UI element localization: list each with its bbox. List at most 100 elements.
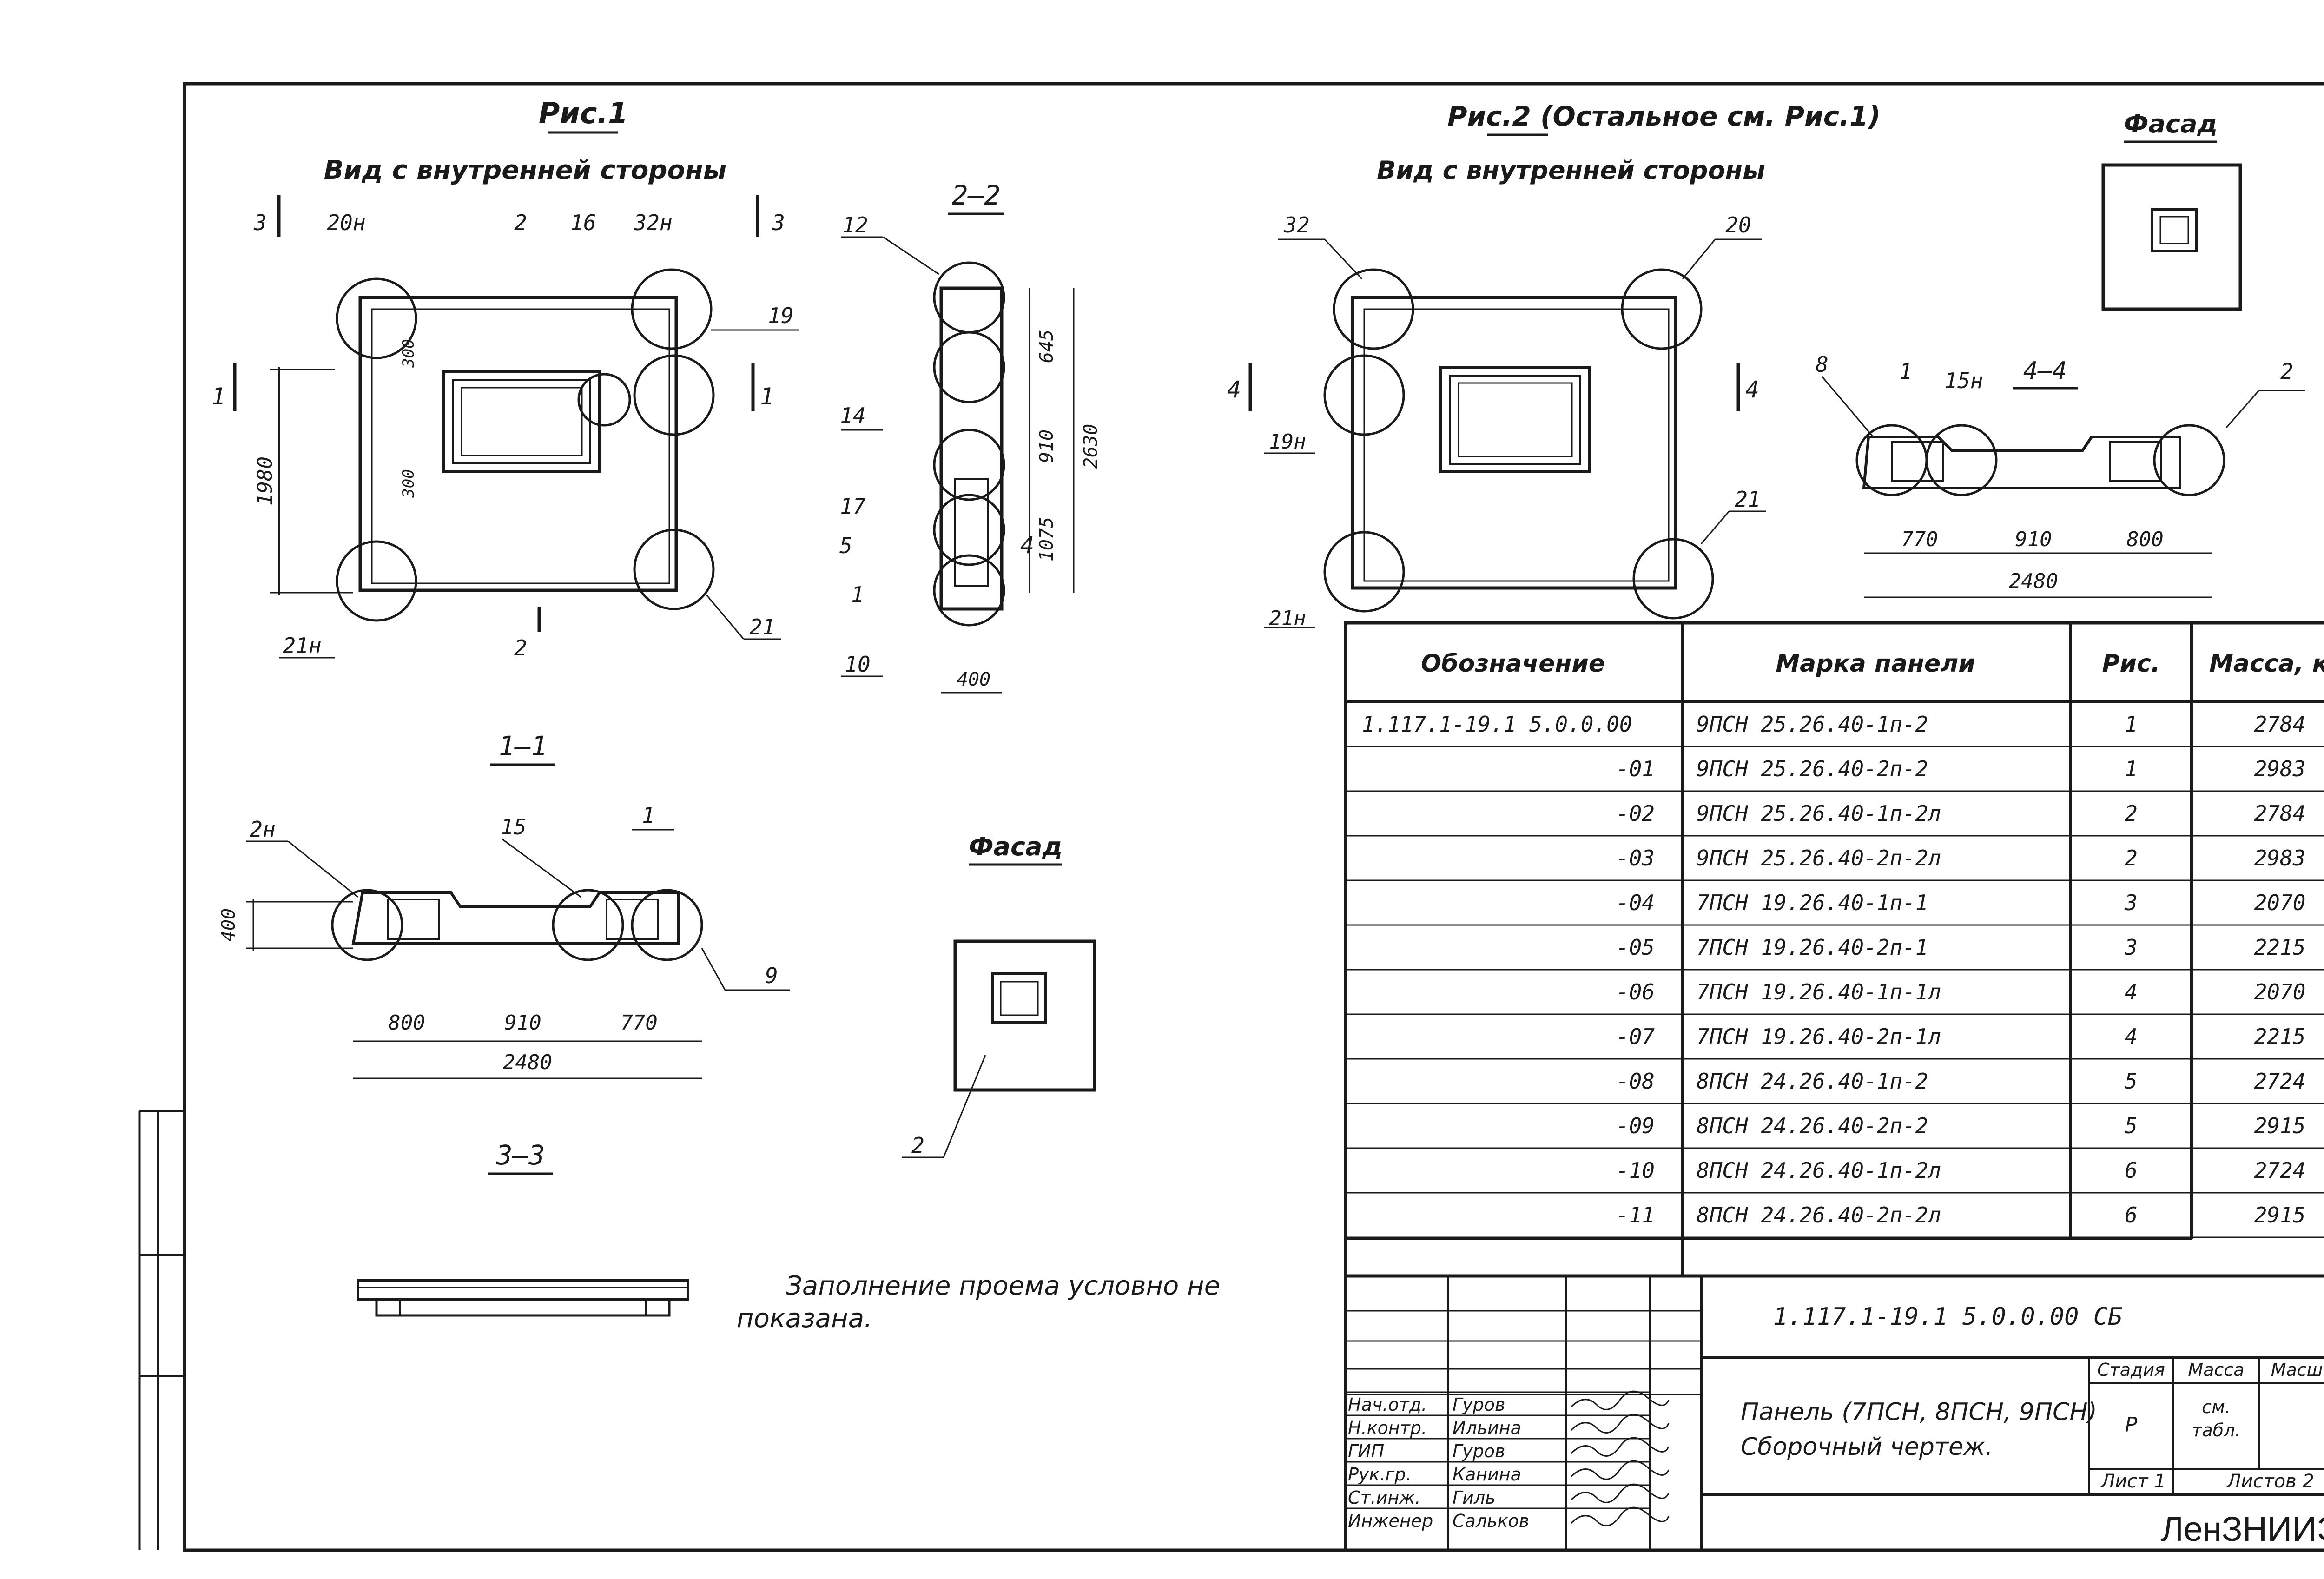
facade-top-panel — [2101, 163, 2242, 311]
table-cell-mass: 2215 — [2254, 1024, 2306, 1049]
signature-scribble — [1570, 1483, 1670, 1503]
table-cell-fig: 3 — [2124, 890, 2138, 915]
sec11-callout-15: 15 — [501, 814, 526, 839]
table-cell-designation: -09 — [1616, 1113, 1655, 1138]
fig1-callout-2-bottom: 2 — [514, 635, 527, 661]
fig2-callout-21n: 21н — [1269, 607, 1306, 630]
sec22-profile — [939, 286, 1004, 611]
signature-scribble — [1570, 1437, 1670, 1457]
facade-top: Фасад — [2101, 109, 2242, 311]
tb-mass-value-1: см. — [2202, 1397, 2231, 1417]
fig1-callout-2-top: 2 — [514, 210, 527, 235]
section-2-2: 2–2 645 910 1075 2630 400 12 14 17 5 1 1… — [839, 179, 1102, 694]
signature-name: Сальков — [1452, 1511, 1529, 1531]
table-cell-designation: -01 — [1616, 756, 1655, 781]
signature-role: Ст.инж. — [1348, 1487, 1421, 1508]
fig2-subtitle: Вид с внутренней стороны — [1377, 156, 1765, 185]
table-cell-fig: 5 — [2125, 1113, 2138, 1138]
fig1-title: Рис.1 — [539, 96, 628, 130]
table-cell-fig: 5 — [2125, 1069, 2138, 1094]
sec44-dim-800: 800 — [2126, 528, 2163, 551]
table-cell-mark: 7ПСН 19.26.40-2п-1 — [1697, 935, 1928, 960]
table-cell-designation: -10 — [1616, 1158, 1655, 1183]
table-cell-mark: 8ПСН 24.26.40-1п-2 — [1697, 1069, 1928, 1094]
table-cell-mark: 9ПСН 25.26.40-1п-2л — [1697, 801, 1941, 826]
fig1-panel-outline — [358, 296, 678, 592]
fig1-callout-1-left: 1 — [211, 383, 225, 410]
fig1-callout-21: 21 — [749, 614, 775, 640]
table-cell-fig: 4 — [2125, 979, 2138, 1004]
tb-stage-value: Р — [2125, 1413, 2138, 1437]
table-cell-fig: 2 — [2125, 846, 2138, 871]
sec11-dim-800: 800 — [388, 1011, 425, 1035]
sec22-callout-17: 17 — [840, 494, 866, 519]
tb-name-line-2: Сборочный чертеж. — [1741, 1433, 1993, 1461]
table-cell-mass: 2784 — [2254, 801, 2306, 826]
note-line-1: Заполнение проема условно не — [786, 1271, 1220, 1301]
signature-scribble — [1570, 1390, 1670, 1410]
table-cell-fig: 6 — [2125, 1202, 2138, 1228]
fig2-panel-outline — [1351, 296, 1677, 590]
sec22-dim-910: 910 — [1036, 429, 1057, 463]
fig1-dim-height: 1980 — [253, 456, 277, 506]
sec22-title: 2–2 — [952, 179, 1001, 211]
fig1-callout-3-left: 3 — [253, 210, 267, 235]
table-header-fig: Рис. — [2102, 650, 2160, 678]
fig1-window-opening — [442, 370, 601, 473]
table-cell-mark: 7ПСН 19.26.40-2п-1л — [1697, 1024, 1941, 1049]
sec22-dim-400: 400 — [957, 669, 990, 690]
signature-name: Ильина — [1452, 1418, 1521, 1438]
fig1-callout-20n: 20н — [327, 210, 365, 235]
title-block: 1.117.1-19.1 5.0.0.00 СБ Панель (7ПСН, 8… — [1344, 1274, 2324, 1552]
facade-mid-title: Фасад — [969, 832, 1063, 861]
sec11-title: 1–1 — [499, 730, 548, 762]
fig1-detail-circle-21n — [336, 540, 417, 622]
table-cell-fig: 2 — [2125, 801, 2138, 826]
fig2-callout-19n: 19н — [1269, 430, 1306, 454]
fig2-callout-32: 32 — [1283, 212, 1309, 238]
sec44-callout-15n: 15н — [1944, 368, 1983, 393]
sec11-dim-910: 910 — [504, 1011, 541, 1035]
sec11-dim-400: 400 — [218, 908, 239, 942]
fig1-callout-1-right: 1 — [760, 383, 774, 410]
sec22-dim-2630: 2630 — [1080, 424, 1102, 469]
signature-scribble — [1570, 1506, 1670, 1526]
table-cell-mark: 8ПСН 24.26.40-2п-2л — [1697, 1202, 1941, 1228]
section-1-1: 1–1 2н 15 1 9 400 800 910 770 2480 — [218, 730, 790, 1079]
table-cell-designation: -03 — [1616, 846, 1655, 871]
signature-role: Инженер — [1348, 1511, 1433, 1531]
signature-name: Гуров — [1452, 1441, 1505, 1461]
fig2-callout-21: 21 — [1735, 487, 1760, 512]
fig2-view: Рис.2 (Остальное см. Рис.1) Вид с внутре… — [1227, 100, 1881, 630]
tb-name-line-1: Панель (7ПСН, 8ПСН, 9ПСН) — [1741, 1398, 2097, 1426]
fig1-view: Рис.1 Вид с внутренней стороны 1980 300 … — [211, 96, 799, 661]
tb-stage-label: Стадия — [2097, 1360, 2165, 1380]
table-cell-mass: 2215 — [2254, 935, 2306, 960]
sec44-callout-8: 8 — [1816, 352, 1829, 377]
tb-mass-value-2: табл. — [2192, 1420, 2240, 1440]
sec11-dim-770: 770 — [621, 1011, 657, 1035]
sec22-dim-1075: 1075 — [1036, 517, 1057, 562]
table-cell-designation: 1.117.1-19.1 5.0.0.00 — [1362, 712, 1632, 737]
sec44-dim-770: 770 — [1901, 528, 1938, 551]
table-cell-mark: 9ПСН 25.26.40-2п-2 — [1697, 756, 1928, 781]
fig1-callout-19: 19 — [768, 303, 793, 328]
table-cell-fig: 1 — [2125, 712, 2138, 737]
sec44-callout-2: 2 — [2280, 359, 2293, 384]
sec33-profile — [357, 1279, 689, 1301]
table-cell-mass: 2915 — [2254, 1113, 2306, 1138]
signature-name: Гиль — [1452, 1487, 1496, 1508]
tb-sheet-label: Лист 1 — [2100, 1471, 2166, 1492]
table-cell-mass: 2915 — [2254, 1202, 2306, 1228]
table-cell-mass: 2070 — [2254, 979, 2306, 1004]
fig1-detail-circle-19 — [633, 354, 715, 436]
sec22-callout-5: 5 — [839, 533, 852, 558]
fig1-detail-circle-20n — [336, 277, 417, 359]
facade-top-title: Фасад — [2124, 109, 2218, 139]
sec11-callout-1: 1 — [642, 803, 655, 828]
